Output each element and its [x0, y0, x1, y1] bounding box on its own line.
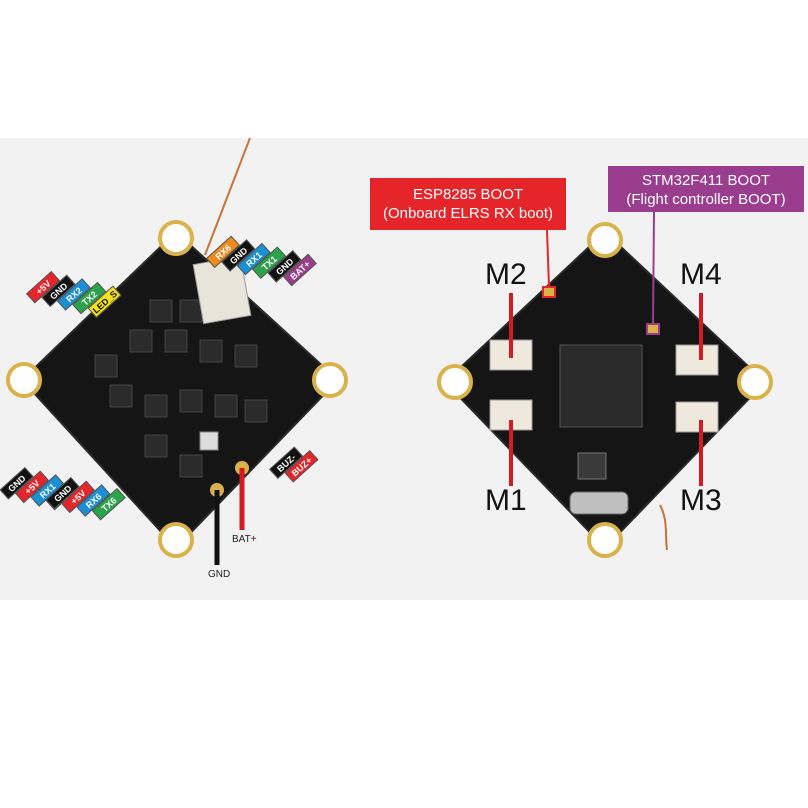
mosfet	[199, 339, 223, 363]
motor-label-m1: M1	[485, 484, 527, 517]
mosfet	[109, 384, 133, 408]
mosfet	[164, 329, 188, 353]
stm-leader	[652, 211, 655, 325]
esp-boot-pad	[542, 286, 556, 298]
esp-boot-callout: ESP8285 BOOT (Onboard ELRS RX boot)	[370, 178, 566, 230]
mount-hole	[437, 364, 473, 400]
motor-label-m4: M4	[680, 258, 722, 291]
bat-lead-label: BAT+	[232, 534, 257, 545]
gnd-lead-label: GND	[208, 569, 231, 580]
mount-hole	[158, 220, 194, 256]
mount-hole	[737, 364, 773, 400]
mount-hole	[587, 522, 623, 558]
motor-label-m2: M2	[485, 258, 527, 291]
mosfet	[129, 329, 153, 353]
buzzer-component	[199, 431, 219, 451]
motor-label-m3: M3	[680, 484, 722, 517]
mosfet	[179, 389, 203, 413]
right-board	[437, 211, 773, 558]
mosfet	[179, 454, 203, 478]
antenna-wire-right	[659, 504, 668, 551]
inductor	[577, 452, 607, 480]
mcu-chip	[559, 344, 643, 428]
stm-callout-line2: (Flight controller BOOT)	[626, 191, 786, 208]
stm-boot-callout: STM32F411 BOOT (Flight controller BOOT)	[608, 166, 804, 212]
mosfet	[149, 299, 173, 323]
antenna-wire-left	[204, 137, 251, 256]
esp-leader	[546, 229, 550, 288]
mosfet	[214, 394, 238, 418]
mount-hole	[587, 222, 623, 258]
mount-hole	[6, 362, 42, 398]
stm-boot-pad	[646, 323, 660, 335]
stm-callout-line1: STM32F411 BOOT	[641, 172, 771, 189]
mosfet	[94, 354, 118, 378]
mosfet	[234, 344, 258, 368]
mosfet	[144, 434, 168, 458]
mount-hole	[158, 522, 194, 558]
usb-port	[569, 491, 629, 515]
motor-connector-m3	[675, 401, 719, 433]
esp-callout-line2: (Onboard ELRS RX boot)	[382, 205, 554, 222]
motor-connector-m4	[675, 344, 719, 376]
esp-callout-line1: ESP8285 BOOT	[412, 186, 524, 203]
mosfet	[179, 299, 203, 323]
mount-hole	[312, 362, 348, 398]
mosfet	[244, 399, 268, 423]
mosfet	[144, 394, 168, 418]
